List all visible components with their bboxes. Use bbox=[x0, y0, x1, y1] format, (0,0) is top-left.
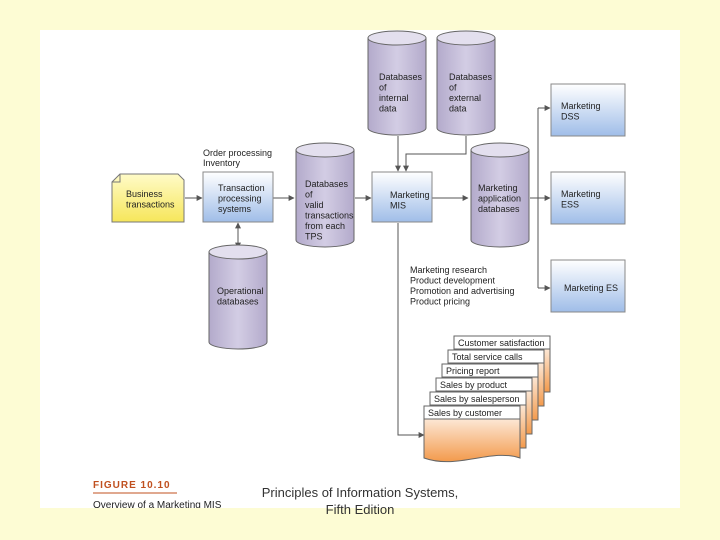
label-line: Marketing bbox=[390, 190, 430, 200]
label-line: data bbox=[449, 104, 467, 114]
label-line: Marketing ES bbox=[564, 283, 618, 293]
label-line: databases bbox=[217, 297, 259, 307]
footer-line-2: Fifth Edition bbox=[325, 502, 395, 517]
label-line: internal bbox=[379, 93, 409, 103]
label-line: application bbox=[478, 194, 521, 204]
label-line: Order processing bbox=[203, 148, 272, 158]
label-line: valid bbox=[305, 200, 324, 210]
label-line: databases bbox=[478, 204, 520, 214]
label-line: Operational bbox=[217, 286, 264, 296]
label-line: data bbox=[379, 104, 397, 114]
report-title: Pricing report bbox=[446, 366, 500, 376]
arrow-external-db-to-mis bbox=[403, 136, 467, 172]
report-title: Customer satisfaction bbox=[458, 338, 545, 348]
arrow-mis-to-reports bbox=[397, 223, 425, 438]
label-line: Databases bbox=[449, 72, 493, 82]
label-line: ESS bbox=[561, 200, 579, 210]
label-line: Product development bbox=[410, 276, 496, 286]
label-line: systems bbox=[218, 204, 252, 214]
label-line: from each bbox=[305, 221, 345, 231]
figure-title: Overview of a Marketing MIS bbox=[93, 500, 222, 508]
report-title: Sales by salesperson bbox=[434, 394, 520, 404]
label-line: of bbox=[305, 190, 313, 200]
connectors bbox=[185, 105, 551, 438]
label-line: Marketing bbox=[561, 101, 601, 111]
label-line: Product pricing bbox=[410, 297, 470, 307]
figure-caption: FIGURE 10.10 Overview of a Marketing MIS bbox=[93, 480, 222, 508]
label-line: of bbox=[379, 83, 387, 93]
label-line: Promotion and advertising bbox=[410, 286, 515, 296]
report-title: Sales by customer bbox=[428, 408, 502, 418]
report-title: Sales by product bbox=[440, 380, 508, 390]
slide-footer: Principles of Information Systems, Fifth… bbox=[240, 484, 480, 518]
label-line: Marketing bbox=[561, 189, 601, 199]
label-line: Business bbox=[126, 189, 163, 199]
label-line: MIS bbox=[390, 201, 406, 211]
label-line: Transaction bbox=[218, 183, 265, 193]
label-line: TPS bbox=[305, 232, 323, 242]
label-line: processing bbox=[218, 194, 262, 204]
footer-line-1: Principles of Information Systems, bbox=[261, 485, 459, 500]
label-line: Databases bbox=[379, 72, 423, 82]
label-line: DSS bbox=[561, 112, 580, 122]
report-sheet: Sales by customer bbox=[423, 405, 521, 463]
label-line: Marketing bbox=[478, 183, 518, 193]
label-line: transactions bbox=[126, 200, 175, 210]
label-line: transactions bbox=[305, 211, 354, 221]
label-line: of bbox=[449, 83, 457, 93]
marketing-es-box: Marketing ES bbox=[550, 259, 626, 313]
figure-number: FIGURE 10.10 bbox=[93, 480, 171, 491]
label-line: Inventory bbox=[203, 158, 241, 168]
label-line: Databases bbox=[305, 179, 349, 189]
report-title: Total service calls bbox=[452, 352, 523, 362]
label-line: Marketing research bbox=[410, 265, 487, 275]
label-line: external bbox=[449, 93, 481, 103]
es-label: Marketing ES bbox=[564, 283, 618, 293]
